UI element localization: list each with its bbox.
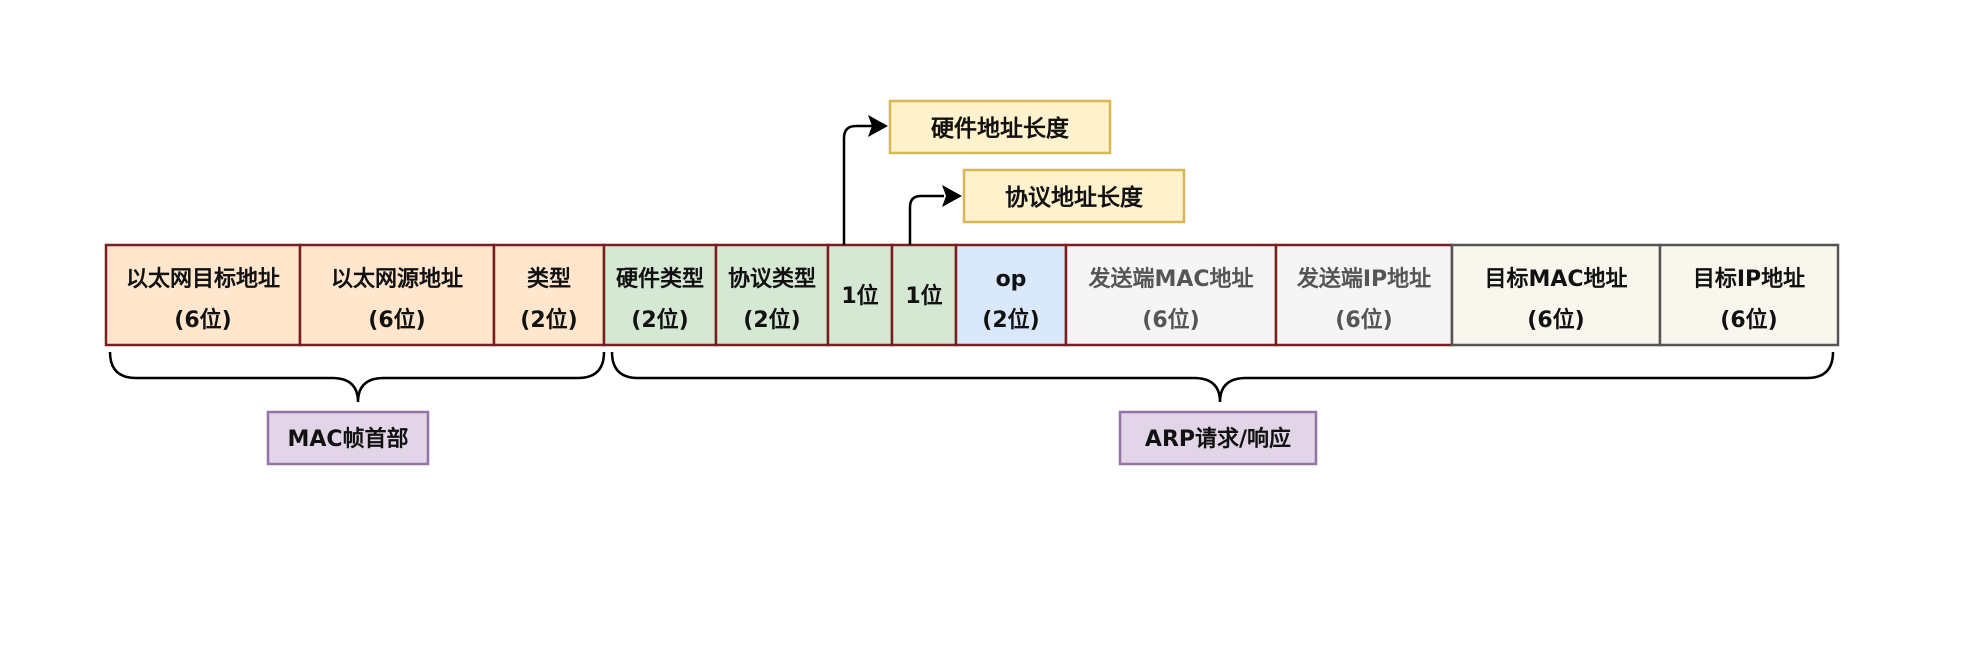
callouts: 硬件地址长度 协议地址长度 [842,99,1186,245]
field-size: (6位) [368,307,425,333]
field-name: 发送端IP地址 [1296,266,1431,292]
field-name: 以太网源地址 [331,267,463,292]
arp-payload-brace [610,351,1835,403]
section-labels: MAC帧首部 ARP请求/响应 [266,410,1318,466]
field-proto-type: 协议类型 (2位) [714,243,830,347]
field-name: 目标IP地址 [1693,266,1805,292]
protocol-length-arrowhead [942,185,962,207]
field-name: 类型 [527,267,571,292]
hardware-length-arrowhead [868,115,888,137]
field-op: op (2位) [954,243,1068,347]
protocol-length-label: 协议地址长度 [1005,184,1144,211]
field-box [714,243,830,347]
field-eth-src-addr: 以太网源地址 (6位) [298,243,496,347]
section-braces [108,351,1835,403]
field-name: 目标MAC地址 [1484,266,1627,292]
field-name: 以太网目标地址 [126,266,280,292]
mac-header-label: MAC帧首部 [287,426,408,452]
field-box [1064,243,1278,347]
field-hw-type: 硬件类型 (2位) [602,243,718,347]
protocol-length-connector [908,194,944,245]
field-box [890,243,958,347]
field-box [826,243,894,347]
field-size: (6位) [1527,307,1584,333]
field-box [1274,243,1454,347]
field-size: (6位) [1142,307,1199,333]
protocol-length-box [962,168,1186,224]
field-name: 协议类型 [728,267,816,292]
field-proto-addr-len: 1位 [890,243,958,347]
field-hw-addr-len: 1位 [826,243,894,347]
mac-header-brace [108,351,606,403]
field-size: (2位) [982,307,1039,333]
arp-payload-label-box [1118,410,1318,466]
hardware-length-box [888,99,1112,155]
field-size: (2位) [520,307,577,333]
field-size: (6位) [174,307,231,333]
field-name: op [996,267,1027,292]
field-eth-dest-addr: 以太网目标地址 (6位) [104,243,302,347]
field-size: (2位) [743,307,800,333]
field-name: 1位 [905,283,942,309]
field-target-mac: 目标MAC地址 (6位) [1450,243,1662,347]
field-sender-mac: 发送端MAC地址 (6位) [1064,243,1278,347]
field-box [104,243,302,347]
field-box [492,243,606,347]
field-box [298,243,496,347]
field-name: 发送端MAC地址 [1087,266,1253,292]
field-target-ip: 目标IP地址 (6位) [1658,243,1840,347]
field-sender-ip: 发送端IP地址 (6位) [1274,243,1454,347]
arp-payload-label: ARP请求/响应 [1145,426,1291,452]
hardware-length-label: 硬件地址长度 [931,115,1070,142]
field-box [954,243,1068,347]
field-size: (6位) [1335,307,1392,333]
field-name: 硬件类型 [616,267,704,292]
field-size: (2位) [631,307,688,333]
field-eth-type: 类型 (2位) [492,243,606,347]
frame-fields: 以太网目标地址 (6位) 以太网源地址 (6位) 类型 (2位) 硬件类型 (2位) 协议类型 (… [104,243,1840,347]
hardware-length-connector [842,124,872,245]
mac-header-label-box [266,410,430,466]
field-size: (6位) [1720,307,1777,333]
field-box [1658,243,1840,347]
field-name: 1位 [841,283,878,309]
